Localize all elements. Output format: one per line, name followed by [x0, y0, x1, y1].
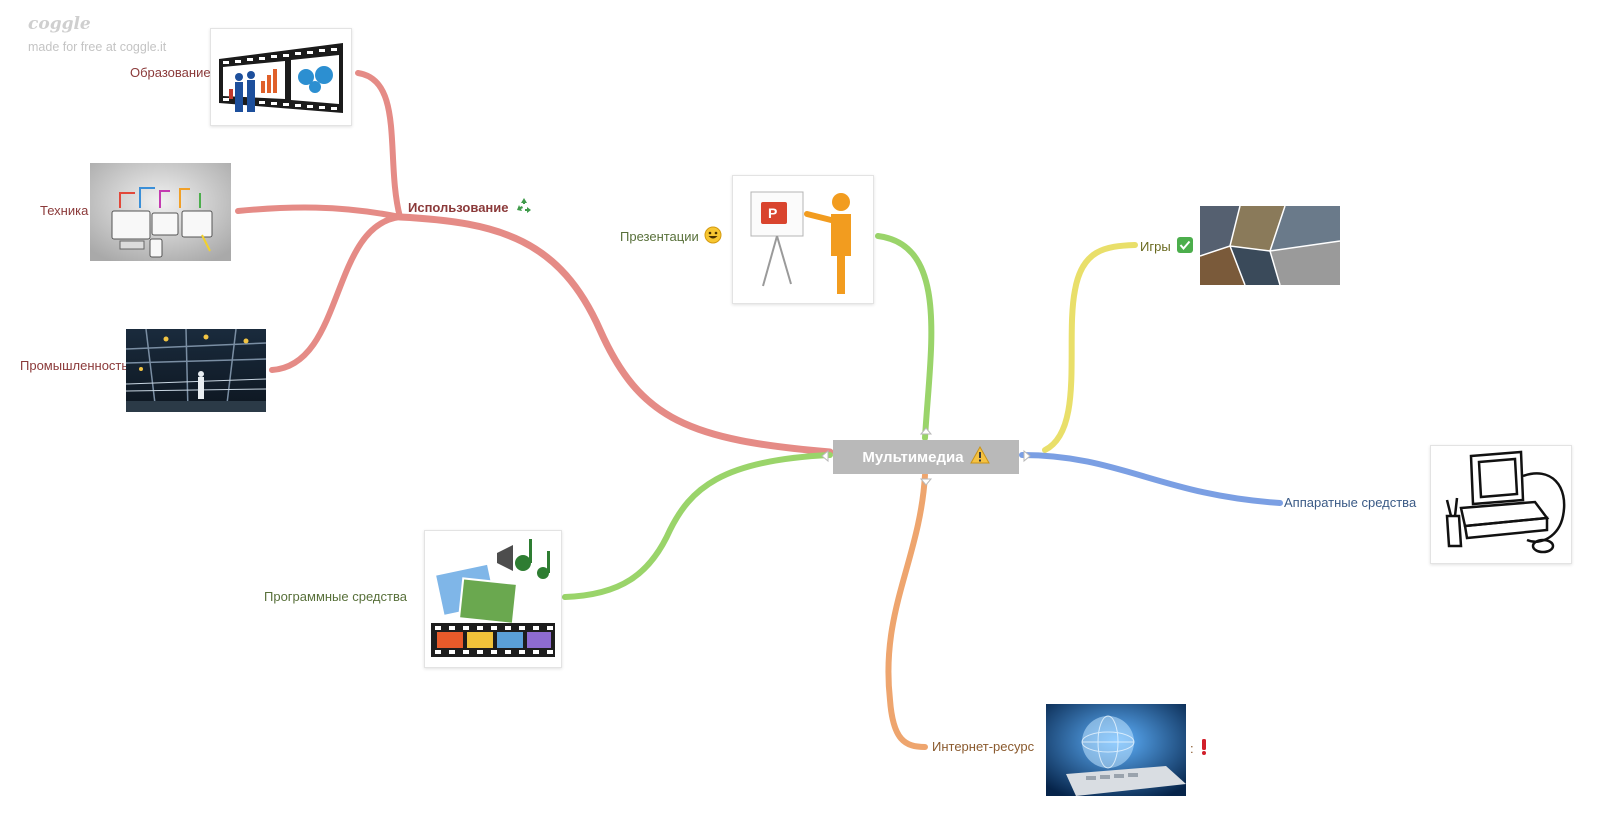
technique-image	[90, 163, 231, 261]
node-hardware[interactable]: Аппаратные средства	[1284, 495, 1417, 510]
node-presentations[interactable]: Презентации	[620, 226, 722, 249]
hardware-image	[1430, 445, 1572, 564]
node-internet-colon: :	[1190, 740, 1194, 756]
smiley-icon	[704, 226, 722, 249]
node-usage[interactable]: Использование	[408, 197, 533, 220]
branch-line-hardware	[1019, 452, 1283, 506]
brand-logo: coggle	[28, 14, 91, 34]
branch-line-industry	[269, 214, 403, 373]
brand: coggle made for free at coggle.it	[28, 14, 166, 54]
anchor-left	[821, 449, 829, 463]
svg-text:P: P	[768, 205, 777, 221]
node-internet[interactable]: Интернет-ресурс	[932, 738, 1034, 756]
recycle-icon	[515, 197, 533, 220]
branch-line-technique	[235, 204, 403, 220]
software-image	[424, 530, 562, 668]
presentations-image: P	[732, 175, 874, 304]
branch-line-games	[1042, 242, 1138, 453]
central-label: Мультимедиа	[862, 448, 964, 466]
branch-line-presentations	[875, 233, 935, 441]
node-technique[interactable]: Техника	[40, 203, 89, 218]
industry-image	[126, 329, 266, 412]
internet-image	[1046, 704, 1186, 796]
node-usage-label: Использование	[408, 199, 509, 215]
anchor-top	[919, 427, 933, 435]
central-node[interactable]: Мультимедиа	[833, 440, 1019, 474]
education-image	[210, 28, 352, 126]
node-presentations-label: Презентации	[620, 228, 699, 244]
warning-icon	[969, 445, 990, 468]
branch-line-internet	[885, 472, 928, 750]
node-games[interactable]: Игры	[1140, 236, 1194, 259]
anchor-right	[1023, 449, 1031, 463]
branch-line-education	[355, 70, 403, 220]
anchor-bottom	[919, 478, 933, 486]
node-games-label: Игры	[1140, 238, 1171, 254]
branch-line-usage	[396, 213, 834, 456]
node-internet-suffix: :	[1190, 738, 1209, 761]
checkmark-icon	[1176, 236, 1194, 259]
games-image	[1200, 206, 1340, 285]
node-internet-label: Интернет-ресурс	[932, 739, 1035, 754]
node-industry[interactable]: Промышленность	[20, 358, 129, 373]
node-software[interactable]: Программные средства	[264, 589, 407, 604]
node-education[interactable]: Образование	[130, 65, 211, 80]
branch-line-software	[562, 452, 833, 600]
brand-subtitle: made for free at coggle.it	[28, 40, 167, 54]
exclamation-icon	[1199, 738, 1209, 761]
